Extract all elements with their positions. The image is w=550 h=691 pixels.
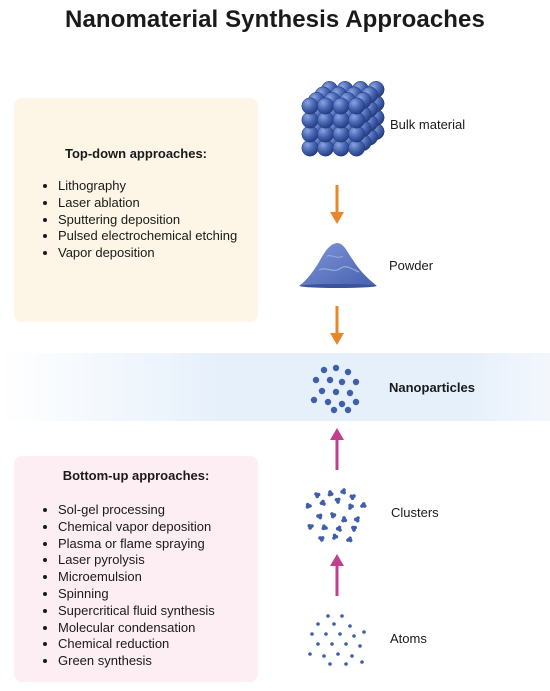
- nanoparticles-label: Nanoparticles: [389, 380, 475, 395]
- list-item: Chemical vapor deposition: [58, 519, 268, 536]
- list-item: Laser pyrolysis: [58, 552, 268, 569]
- top-down-panel: Top-down approaches: Lithography Laser a…: [14, 98, 258, 322]
- list-item: Chemical reduction: [58, 636, 268, 653]
- atoms-icon: [308, 614, 366, 666]
- clusters-icon: [305, 488, 367, 543]
- top-down-list: Lithography Laser ablation Sputtering de…: [42, 178, 238, 262]
- list-item: Pulsed electrochemical etching: [58, 228, 238, 245]
- bottom-up-panel: Bottom-up approaches: Sol-gel processing…: [14, 456, 258, 682]
- list-item: Green synthesis: [58, 653, 268, 670]
- list-item: Plasma or flame spraying: [58, 536, 268, 553]
- bottom-up-list: Sol-gel processing Chemical vapor deposi…: [42, 502, 268, 670]
- list-item: Lithography: [58, 178, 238, 195]
- clusters-label: Clusters: [391, 505, 439, 520]
- down-arrow-icon: [330, 185, 344, 224]
- list-item: Spinning: [58, 586, 268, 603]
- diagram-title: Nanomaterial Synthesis Approaches: [65, 6, 485, 33]
- down-arrow-icon: [330, 306, 344, 345]
- up-arrow-icon: [330, 554, 344, 596]
- powder-label: Powder: [389, 258, 434, 273]
- atoms-label: Atoms: [390, 631, 427, 646]
- nanoparticles-highlight-band: [0, 353, 550, 421]
- bulk-material-cube-icon: [301, 81, 385, 157]
- list-item: Laser ablation: [58, 195, 238, 212]
- powder-pile-icon: [299, 243, 377, 288]
- list-item: Sol-gel processing: [58, 502, 268, 519]
- list-item: Microemulsion: [58, 569, 268, 586]
- list-item: Vapor deposition: [58, 245, 238, 262]
- nanoparticles-icon: [310, 364, 360, 414]
- bulk-material-label: Bulk material: [390, 117, 466, 132]
- bottom-up-heading: Bottom-up approaches:: [62, 468, 210, 483]
- list-item: Molecular condensation: [58, 620, 268, 637]
- list-item: Supercritical fluid synthesis: [58, 603, 268, 620]
- up-arrow-icon: [330, 428, 344, 470]
- list-item: Sputtering deposition: [58, 212, 238, 229]
- top-down-heading: Top-down approaches:: [64, 146, 208, 161]
